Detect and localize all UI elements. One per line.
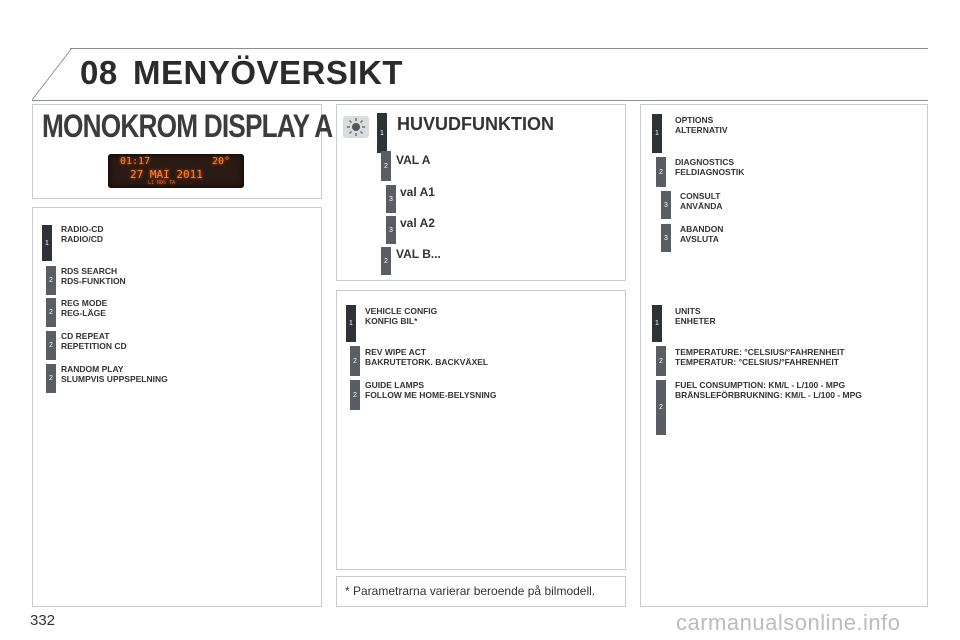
level-marker: 2 [656, 157, 666, 187]
level-marker: 2 [46, 266, 56, 295]
menu-item-val-b: VAL B... [396, 247, 441, 261]
panel-vehicle-config [336, 290, 626, 570]
mono-display-title: MONOKROM DISPLAY A [42, 108, 333, 144]
page-title: MENYÖVERSIKT [133, 54, 404, 91]
level-marker: 1 [42, 225, 52, 261]
menu-item-val-a1: val A1 [400, 185, 435, 199]
level-marker: 1 [652, 114, 662, 153]
level-marker: 2 [350, 346, 360, 376]
level-marker: 2 [46, 331, 56, 360]
level-marker: 2 [381, 151, 391, 181]
chapter-number: 08 [80, 54, 118, 91]
level-marker: 2 [46, 364, 56, 393]
footnote: * Parametrarna varierar beroende på bilm… [345, 584, 596, 598]
page-number: 332 [30, 612, 56, 629]
panel-options-units [640, 104, 928, 607]
level-marker: 2 [656, 380, 666, 435]
lcd-display: 01:17 20° 27 MAI 2011 L1 RDS TA [108, 154, 244, 188]
lcd-time: 01:17 [120, 156, 151, 167]
level-marker: 2 [350, 380, 360, 410]
panel-footnote [336, 576, 626, 607]
level-marker: 1 [652, 305, 662, 342]
level-marker: 3 [661, 191, 671, 219]
lcd-date: 27 MAI 2011 [130, 168, 203, 181]
panel-radio [32, 207, 322, 607]
header-rule-bottom [32, 100, 928, 101]
level-marker: 3 [661, 224, 671, 252]
menu-item-val-a: VAL A [396, 153, 431, 167]
level-marker: 3 [386, 216, 396, 244]
header-diagonal [31, 47, 73, 101]
lcd-temp: 20° [212, 156, 231, 167]
level-marker: 1 [377, 113, 387, 153]
level-marker: 1 [346, 305, 356, 342]
menu-item-val-a2: val A2 [400, 216, 435, 230]
level-marker: 2 [381, 247, 391, 275]
brightness-icon [343, 116, 369, 138]
header-rule-top [70, 48, 928, 49]
main-function-title: HUVUDFUNKTION [397, 114, 554, 134]
level-marker: 3 [386, 185, 396, 213]
lcd-sub: L1 RDS TA [148, 180, 176, 186]
level-marker: 2 [656, 346, 666, 376]
level-marker: 2 [46, 298, 56, 327]
watermark: carmanualsonline.info [676, 610, 901, 635]
